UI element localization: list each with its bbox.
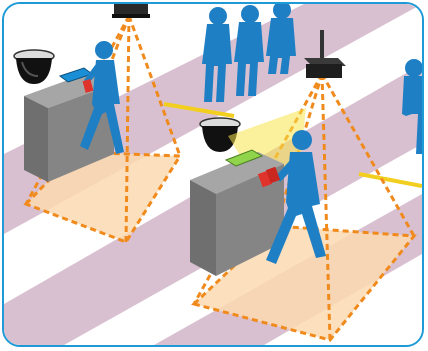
illustration-frame — [2, 2, 424, 347]
access-control-scene — [4, 4, 422, 345]
overhead-sensor-left — [112, 4, 150, 18]
